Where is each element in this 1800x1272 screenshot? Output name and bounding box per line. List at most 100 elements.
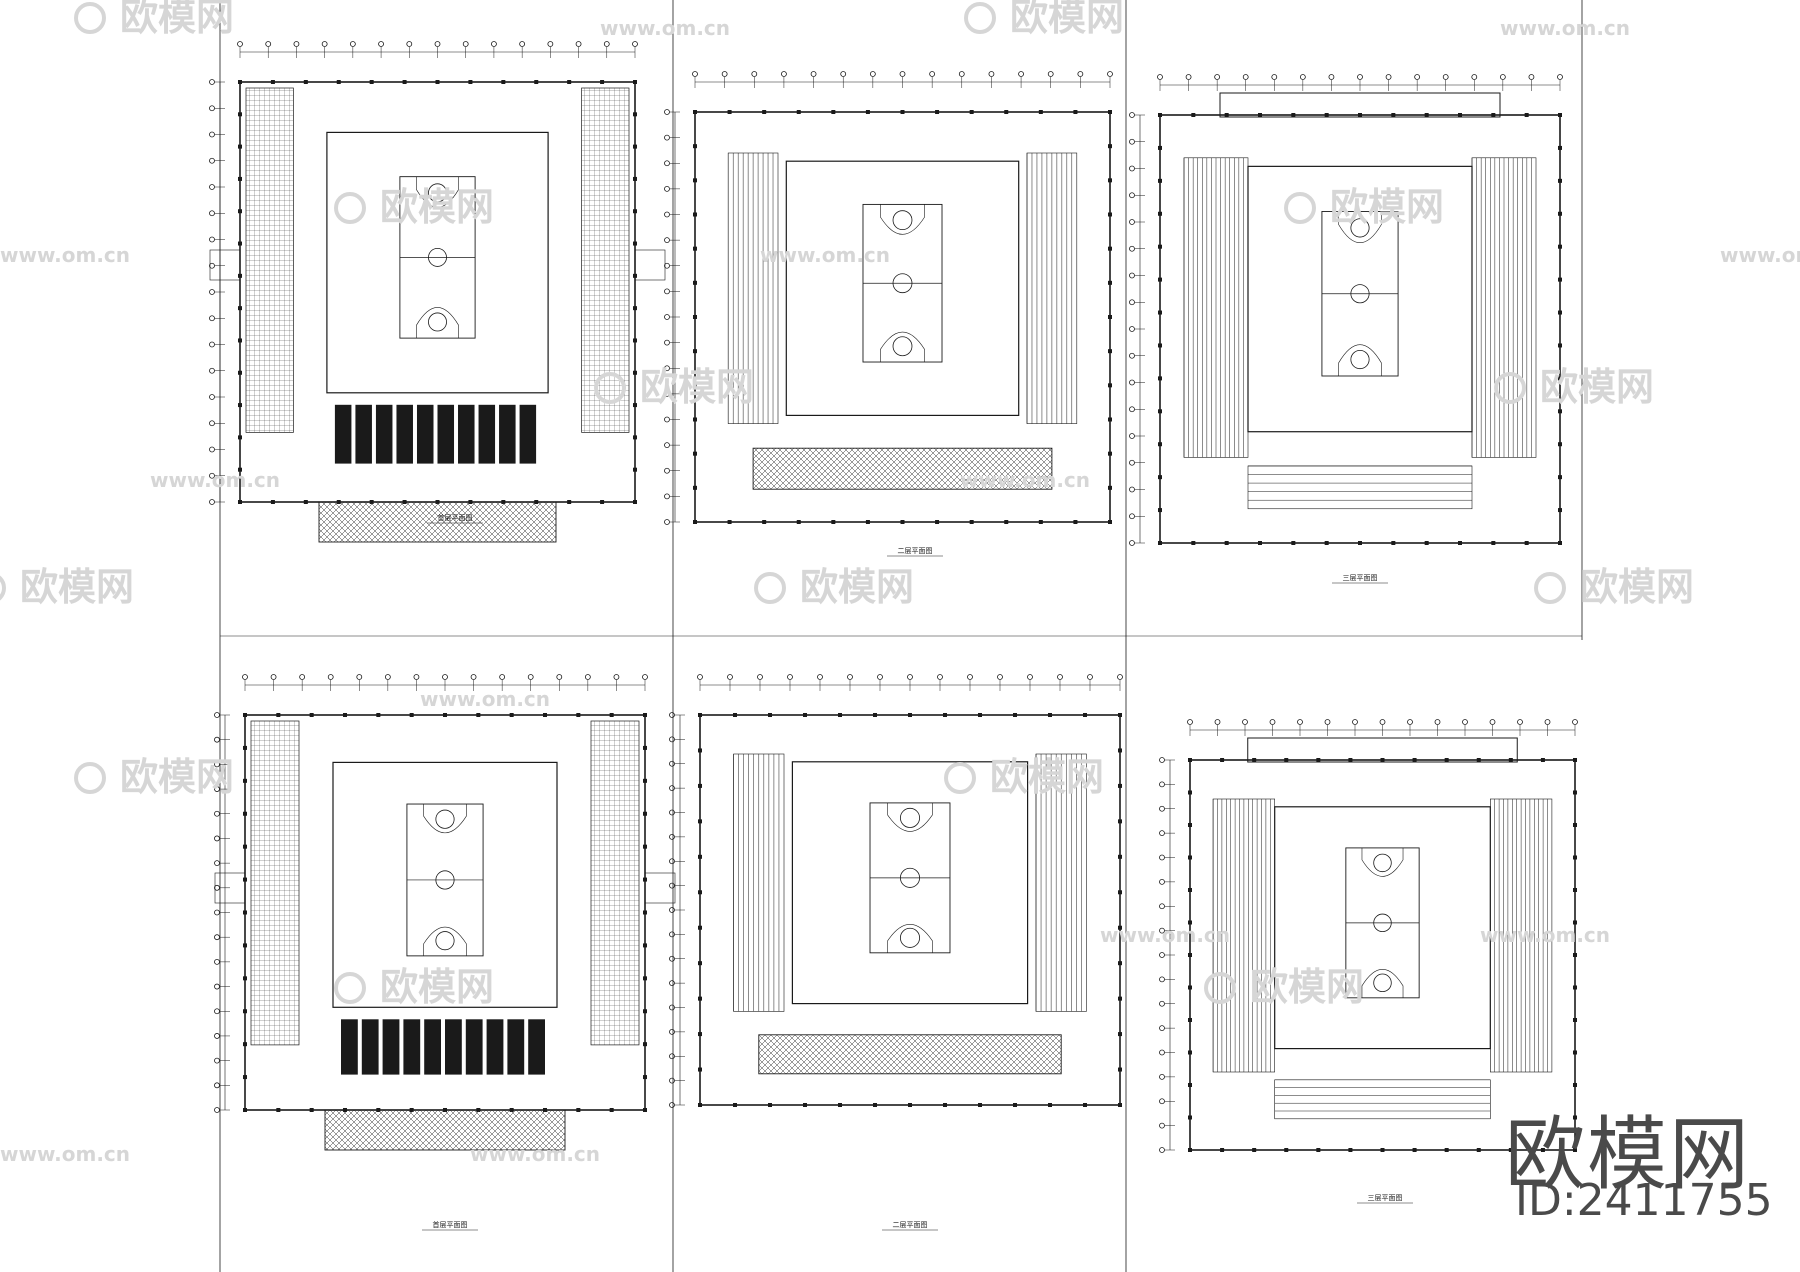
axis-bubble — [603, 41, 610, 47]
column — [1118, 1032, 1122, 1037]
side-corridor-right — [590, 720, 640, 1046]
column — [768, 1103, 772, 1107]
axis-bubble — [209, 262, 215, 269]
watermark-logo-icon — [944, 762, 976, 794]
column — [1013, 713, 1017, 717]
column — [1158, 376, 1162, 381]
column — [243, 1108, 247, 1112]
axis-bubble — [1129, 513, 1135, 520]
axis-bubble — [669, 907, 675, 913]
column — [865, 110, 870, 114]
watermark-logo-icon — [334, 192, 366, 224]
axis-bubble — [669, 955, 675, 962]
side-corridor-left — [250, 720, 300, 1046]
column — [969, 520, 974, 524]
axis-bubble — [214, 1008, 220, 1015]
axis-bubble — [214, 909, 220, 916]
axis-bubble — [384, 674, 391, 680]
court-key-top — [428, 183, 447, 203]
column — [1573, 1148, 1577, 1152]
axis-bubble — [1517, 719, 1523, 725]
axis-bubble — [575, 41, 582, 47]
axis-bubble — [664, 262, 670, 269]
column — [1108, 520, 1112, 524]
column — [1558, 442, 1562, 447]
axis-bubble — [1027, 674, 1033, 680]
column — [643, 811, 647, 816]
axis-bubble — [214, 958, 220, 965]
column — [1108, 485, 1112, 490]
axis-bubble — [214, 712, 220, 718]
column — [698, 748, 702, 753]
column — [1573, 758, 1577, 762]
axis-bubble — [214, 934, 220, 941]
axis-bubble — [1129, 299, 1135, 306]
axis-bubble — [669, 980, 675, 987]
column — [1424, 541, 1429, 545]
axis-bubble — [209, 446, 215, 453]
column — [1108, 144, 1112, 149]
axis-bubble — [1159, 903, 1165, 910]
court-center-circle — [1350, 284, 1370, 304]
axis-bubble — [293, 41, 300, 47]
axis-bubble — [462, 41, 469, 47]
watermark-url: www.om.cn — [600, 16, 730, 40]
column — [1191, 541, 1196, 545]
column — [1073, 110, 1078, 114]
column — [633, 241, 637, 246]
column — [1558, 113, 1562, 117]
column — [643, 1042, 647, 1047]
brand-logo-text: 欧模网 — [1505, 1108, 1751, 1201]
column — [1108, 451, 1112, 456]
column — [969, 110, 974, 114]
sheet-frames — [219, 0, 1583, 1272]
entrance-door-block — [478, 404, 496, 464]
column — [243, 910, 247, 915]
axis-bubble — [237, 41, 243, 47]
axis-bubble — [209, 341, 215, 348]
axis-bubble — [1129, 540, 1135, 546]
column — [468, 80, 473, 84]
column — [1573, 1018, 1577, 1022]
axis-bubble — [1117, 674, 1123, 680]
axis-bubble — [664, 314, 670, 320]
column — [1188, 1018, 1192, 1022]
axis-bubble — [214, 860, 220, 867]
axis-bubble — [1129, 486, 1135, 493]
watermark-logo-icon — [334, 972, 366, 1004]
column — [727, 110, 732, 114]
court-arc-bottom — [1338, 344, 1382, 376]
watermark-logo: 欧模网 — [1250, 965, 1364, 1009]
axis-bubble — [669, 1004, 675, 1011]
watermark-logo-icon — [594, 372, 626, 404]
column — [693, 280, 697, 285]
column — [1324, 541, 1329, 545]
column — [633, 403, 637, 408]
column — [1524, 541, 1529, 545]
column — [733, 713, 737, 717]
column — [369, 80, 374, 84]
column — [303, 80, 308, 84]
column — [270, 500, 275, 504]
axis-bubble — [556, 674, 563, 680]
court-center-circle — [1373, 913, 1392, 933]
watermark-url: www.om.cn — [1720, 243, 1800, 267]
column — [803, 713, 807, 717]
column — [1258, 541, 1262, 545]
column — [238, 241, 242, 246]
column — [303, 500, 308, 504]
axis-bubble — [1129, 433, 1135, 439]
entrance-door-block — [424, 1019, 441, 1075]
axis-bubble — [1159, 1000, 1165, 1007]
axis-bubble — [669, 1102, 675, 1108]
column — [1188, 823, 1192, 827]
plan-caption: 首层平面图 — [438, 513, 473, 522]
axis-bubble — [1129, 272, 1135, 279]
column — [243, 713, 247, 717]
axis-bubble — [669, 1053, 675, 1060]
axis-bubble — [669, 931, 675, 938]
column — [238, 403, 242, 408]
column — [501, 80, 506, 84]
column — [643, 713, 647, 717]
column — [643, 844, 647, 849]
